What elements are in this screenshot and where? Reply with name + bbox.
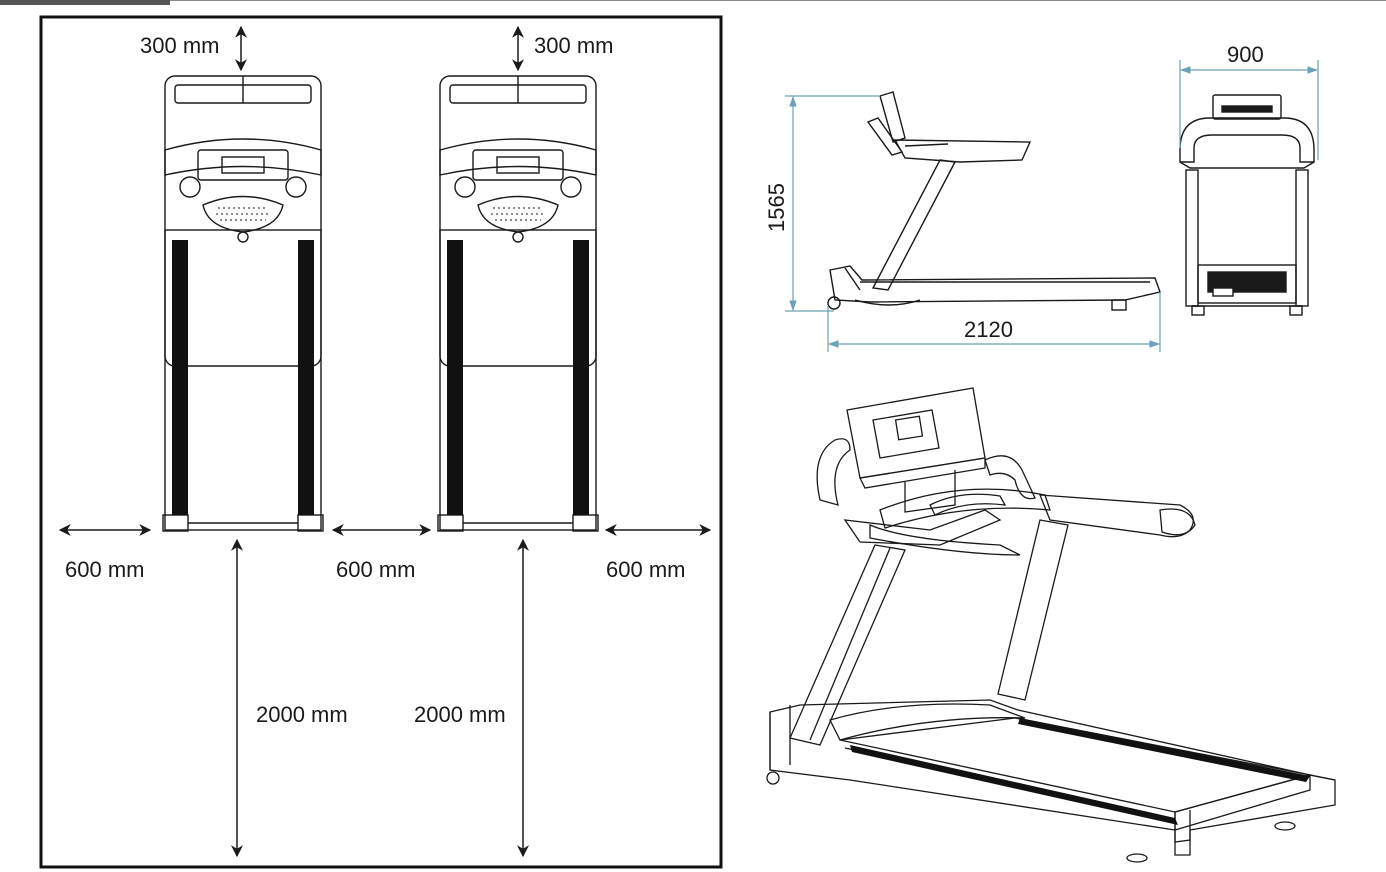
label-rear-clearance-right: 2000 mm (414, 702, 506, 727)
label-width-900: 900 (1227, 42, 1264, 67)
front-view: 900 (1179, 42, 1319, 316)
label-side-clearance-middle: 600 mm (336, 557, 415, 582)
belt-strip-right-b (573, 240, 589, 515)
belt-strip-right-a (447, 240, 463, 515)
layout-plan: 300 mm 300 mm 600 mm 600 mm 600 mm 2000 … (39, 15, 723, 869)
label-height-1565: 1565 (764, 183, 789, 232)
perspective-belt-stripe-right (1018, 718, 1310, 782)
label-top-clearance-right: 300 mm (534, 33, 613, 58)
belt-strip-left-b (298, 240, 314, 515)
label-top-clearance-left: 300 mm (140, 33, 219, 58)
label-length-2120: 2120 (964, 317, 1013, 342)
front-view-drawing (1179, 94, 1315, 316)
treadmill-top-view-left (162, 75, 324, 532)
label-side-clearance-right: 600 mm (606, 557, 685, 582)
belt-strip-left-a (172, 240, 188, 515)
treadmill-top-view-right (437, 75, 599, 532)
corner-tab (0, 0, 170, 5)
side-view-drawing (827, 91, 1161, 311)
label-rear-clearance-left: 2000 mm (256, 702, 348, 727)
label-side-clearance-left: 600 mm (65, 557, 144, 582)
layout-plan-frame (39, 15, 723, 869)
perspective-belt-stripe-left (850, 745, 1178, 825)
side-view: 1565 2120 (764, 91, 1161, 352)
